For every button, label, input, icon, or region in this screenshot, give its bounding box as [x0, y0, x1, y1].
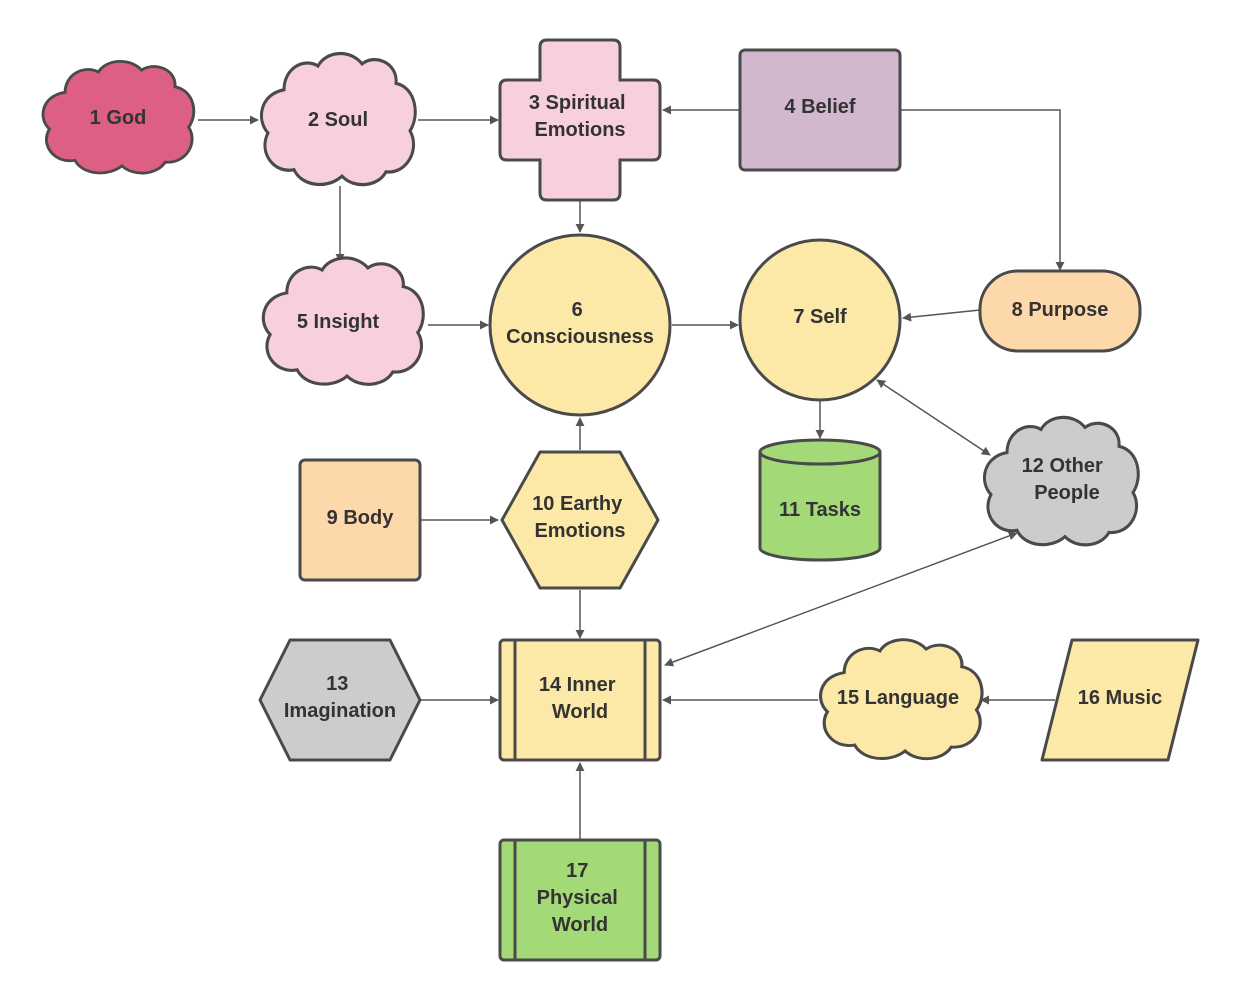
node-insight: 5 Insight	[261, 256, 425, 386]
node-consciousness: 6 Consciousness	[488, 233, 672, 417]
node-language-label: 15 Language	[837, 687, 959, 709]
node-soul: 2 Soul	[259, 51, 417, 187]
imagination-hexagon-shape	[258, 638, 422, 762]
node-soul-label: 2 Soul	[308, 109, 368, 131]
belief-rect-shape	[738, 48, 902, 172]
node-music: 16 Music	[1040, 638, 1200, 762]
node-insight-label: 5 Insight	[297, 311, 380, 333]
node-imagination-label: 13 Imagination	[284, 673, 396, 722]
consciousness-circle-shape	[488, 233, 672, 417]
node-body: 9 Body	[298, 458, 422, 582]
edge-self-other-people	[876, 379, 991, 456]
music-parallelogram-shape	[1040, 638, 1200, 762]
node-belief-label: 4 Belief	[784, 96, 855, 118]
node-consciousness-label: 6 Consciousness	[506, 299, 654, 348]
edge-other-people-inner-world	[664, 531, 1018, 667]
node-imagination: 13 Imagination	[258, 638, 422, 762]
node-purpose-label: 8 Purpose	[1012, 299, 1109, 321]
purpose-pill-shape	[978, 269, 1142, 353]
edge-purpose-self	[902, 309, 981, 322]
node-tasks-label: 11 Tasks	[779, 499, 861, 521]
node-physical-world: 17 Physical World	[498, 838, 662, 962]
node-earthy-emotions-label: 10 Earthy Emotions	[532, 493, 628, 542]
node-self: 7 Self	[738, 238, 902, 402]
node-purpose: 8 Purpose	[978, 269, 1142, 353]
inner-world-rect-shape	[498, 638, 662, 762]
node-other-people-label: 12 Other People	[1022, 455, 1109, 504]
edge-belief-purpose	[900, 109, 1065, 271]
spiritual-emotions-cross-shape	[498, 38, 662, 202]
node-music-label: 16 Music	[1078, 687, 1162, 709]
body-rect-shape	[298, 458, 422, 582]
node-physical-world-label: 17 Physical World	[537, 860, 624, 936]
tasks-cylinder-shape	[758, 452, 882, 562]
node-god: 1 God	[41, 59, 196, 175]
edges	[198, 105, 1065, 840]
node-self-label: 7 Self	[793, 306, 847, 328]
physical-world-rect-shape	[498, 838, 662, 962]
tasks-cylinder-top	[758, 438, 882, 466]
node-god-label: 1 God	[90, 107, 147, 129]
node-other-people: 12 Other People	[982, 415, 1140, 547]
self-circle-shape	[738, 238, 902, 402]
node-belief: 4 Belief	[738, 48, 902, 172]
node-body-label: 9 Body	[327, 507, 395, 529]
node-spiritual-emotions: 3 Spiritual Emotions	[498, 38, 662, 202]
node-earthy-emotions: 10 Earthy Emotions	[500, 450, 660, 590]
earthy-emotions-hexagon-shape	[500, 450, 660, 590]
node-language: 15 Language	[818, 638, 984, 761]
node-inner-world-label: 14 Inner World	[539, 674, 621, 723]
node-spiritual-emotions-label: 3 Spiritual Emotions	[529, 92, 631, 141]
node-tasks: 11 Tasks	[758, 438, 882, 562]
node-inner-world: 14 Inner World	[498, 638, 662, 762]
